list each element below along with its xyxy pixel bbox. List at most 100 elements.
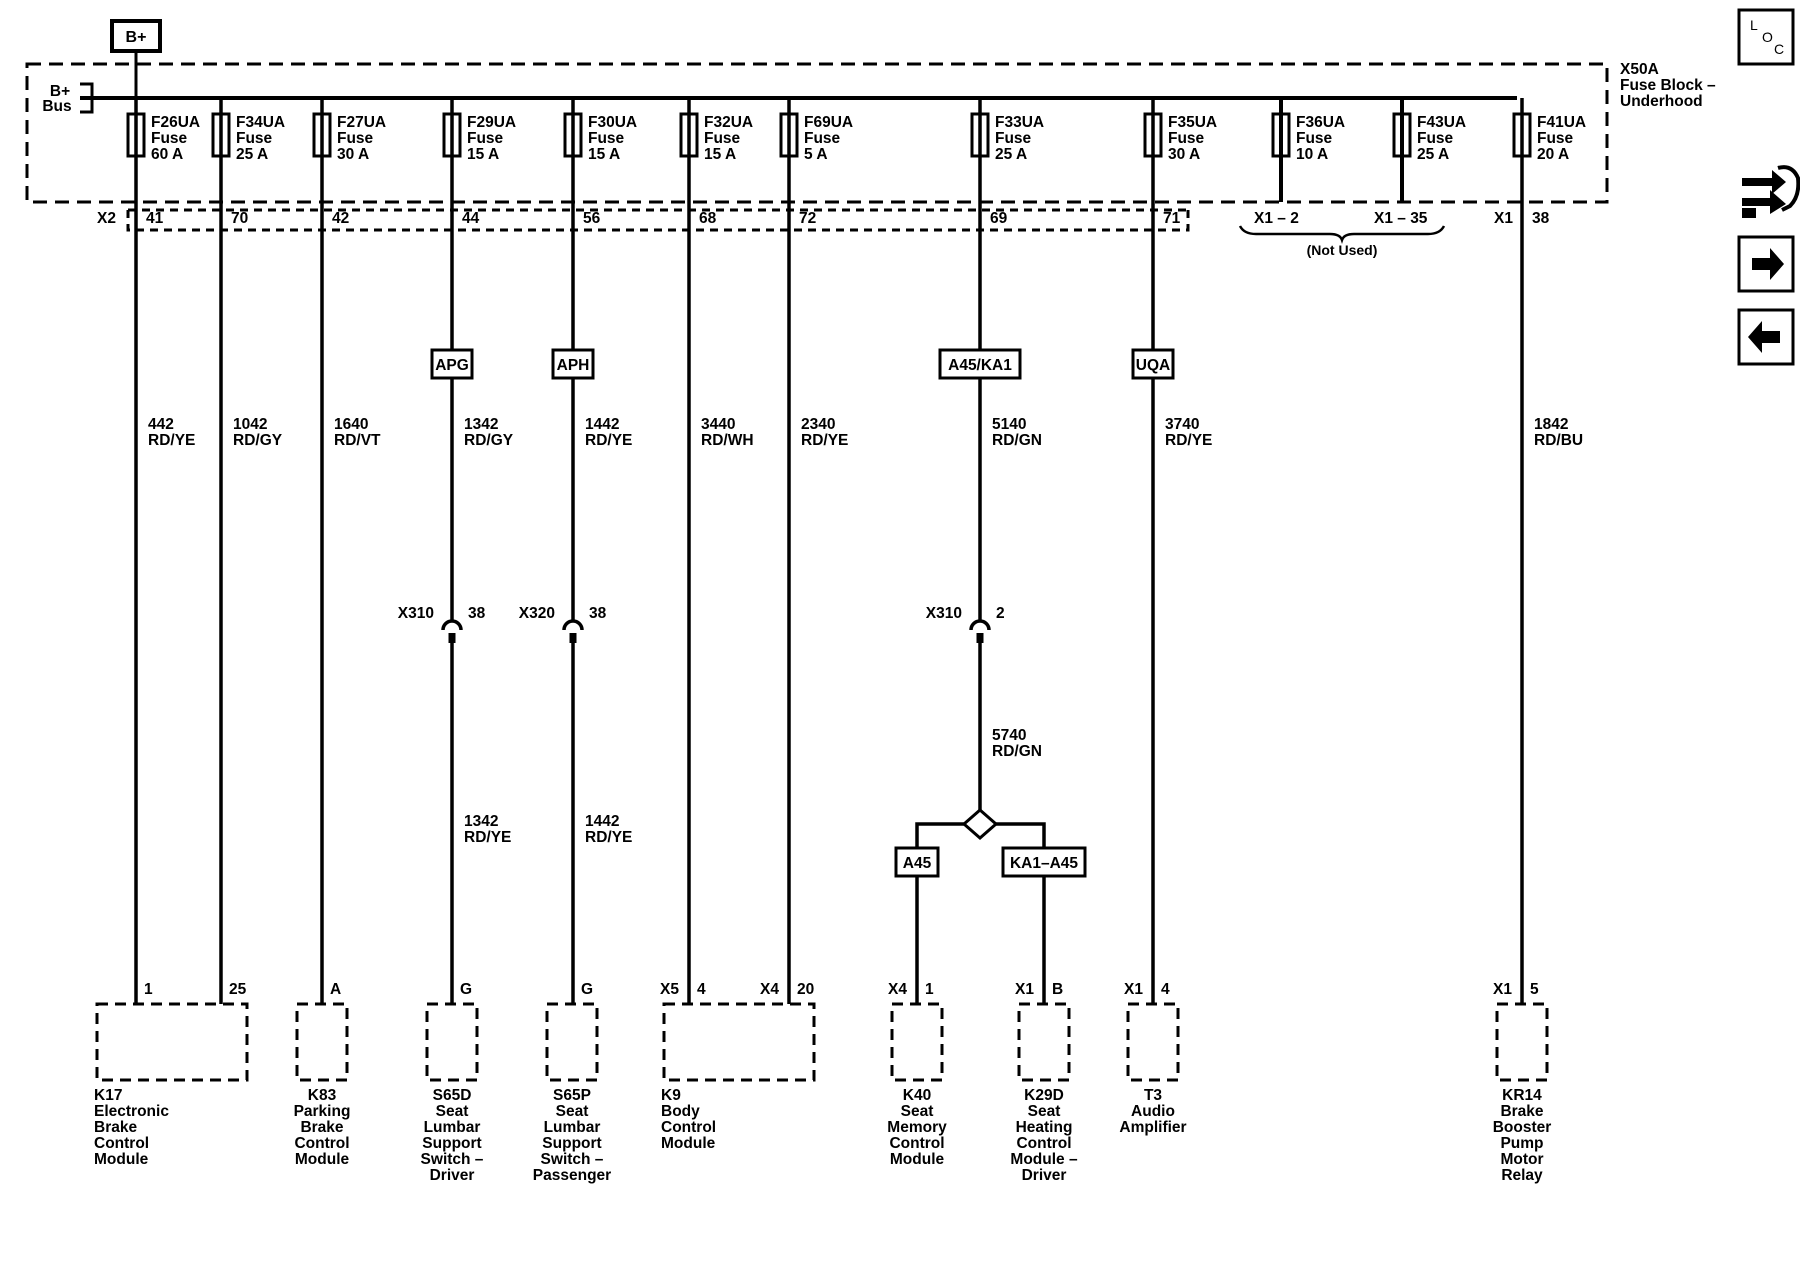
component-name-line: Body: [661, 1103, 700, 1120]
component-name-line: Lumbar: [544, 1119, 601, 1136]
bus-label-line1: B+: [50, 83, 70, 100]
component-name-line: Module: [94, 1151, 149, 1168]
fuse-rating: 15 A: [467, 146, 499, 163]
option-box: [1001, 846, 1087, 878]
fuse-rating: 5 A: [804, 146, 828, 163]
x2-connector-outline: [126, 208, 1190, 232]
fuse-name: F33UA: [995, 114, 1044, 131]
component-name-line: Control: [94, 1135, 149, 1152]
component-name-line: Module: [661, 1135, 716, 1152]
wire-color: RD/YE: [801, 432, 848, 449]
component-name-line: Support: [422, 1135, 481, 1152]
not-used-note: (Not Used): [1307, 242, 1378, 258]
component-name-line: K17: [94, 1087, 122, 1104]
fuse-block-pin: 56: [583, 210, 601, 227]
component-name-line: Relay: [1501, 1167, 1543, 1184]
wire-color: RD/GN: [992, 432, 1042, 449]
fuse-rating: 15 A: [704, 146, 736, 163]
fuse-name: F34UA: [236, 114, 285, 131]
component-name-line: KR14: [1502, 1087, 1542, 1104]
fuse-name: F69UA: [804, 114, 853, 131]
option-label: A45/KA1: [948, 357, 1012, 374]
component-name-line: Seat: [436, 1103, 469, 1120]
fuse-rating: 25 A: [995, 146, 1027, 163]
splice-diamond: [961, 808, 999, 840]
splice-branch-left: [915, 822, 964, 848]
dest-connector: X4: [760, 981, 779, 998]
fuse-name: F32UA: [704, 114, 753, 131]
wire-color: RD/YE: [148, 432, 195, 449]
fuse-rating: 25 A: [236, 146, 268, 163]
location-view-button[interactable]: L O C: [1737, 8, 1795, 66]
fuse-type: Fuse: [467, 130, 504, 147]
wire-color: RD/YE: [1165, 432, 1212, 449]
component-outline: [95, 1002, 249, 1082]
fuse-block-pin: 44: [462, 210, 480, 227]
fuse-name: F27UA: [337, 114, 386, 131]
fuse-rating: 15 A: [588, 146, 620, 163]
wire-circuit-number: 1640: [334, 416, 368, 433]
wire-circuit-number: 442: [148, 416, 174, 433]
wire-circuit-number: 5140: [992, 416, 1026, 433]
wire-color: RD/YE: [585, 432, 632, 449]
component-outline: [425, 1002, 479, 1082]
fuse-rating: 60 A: [151, 146, 183, 163]
fuse-type: Fuse: [1296, 130, 1333, 147]
component-name-line: Driver: [1022, 1167, 1067, 1184]
fuse-name: F26UA: [151, 114, 200, 131]
component-outline: [1126, 1002, 1180, 1082]
fuse-block-pin: 69: [990, 210, 1008, 227]
wire-circuit-number: 1842: [1534, 416, 1568, 433]
fuse-type: Fuse: [1417, 130, 1454, 147]
fuse-type: Fuse: [704, 130, 741, 147]
next-page-button[interactable]: [1737, 235, 1795, 293]
component-outline: [1017, 1002, 1071, 1082]
component-name-line: Control: [294, 1135, 349, 1152]
component-name-line: Driver: [430, 1167, 475, 1184]
fuse-type: Fuse: [337, 130, 374, 147]
option-box: [1131, 348, 1175, 380]
option-label: A45: [903, 855, 932, 872]
component-name-line: Audio: [1131, 1103, 1175, 1120]
inline-connector-name: X320: [519, 605, 555, 622]
fuse-block-pin: 70: [231, 210, 248, 227]
component-name-line: S65D: [433, 1087, 472, 1104]
wire-circuit-number: 1342: [464, 416, 498, 433]
not-used-brace: [1238, 225, 1446, 244]
component-name-line: Booster: [1493, 1119, 1552, 1136]
fuse-name: F30UA: [588, 114, 637, 131]
fuse-block-label-line2: Fuse Block –: [1620, 77, 1716, 94]
fuse-rating: 30 A: [337, 146, 369, 163]
wire-color: RD/VT: [334, 432, 381, 449]
wire-circuit-number: 1442: [585, 813, 619, 830]
fuse-type: Fuse: [236, 130, 273, 147]
not-used-right-label: X1 – 35: [1374, 210, 1428, 227]
inline-connector-name: X310: [398, 605, 434, 622]
loc-letter-c: C: [1774, 41, 1784, 57]
wire-color: RD/YE: [585, 829, 632, 846]
dest-pin: 20: [797, 981, 814, 998]
component-name-line: Support: [542, 1135, 601, 1152]
wire-color: RD/GY: [464, 432, 514, 449]
connector-view-icon[interactable]: [1742, 165, 1800, 218]
dest-pin: G: [581, 981, 593, 998]
dest-pin: 4: [1161, 981, 1170, 998]
option-box: [938, 348, 1022, 380]
wire-circuit-number: 5740: [992, 727, 1026, 744]
option-label: UQA: [1136, 357, 1170, 374]
component-name-line: Control: [1016, 1135, 1071, 1152]
inline-connector: [969, 619, 991, 631]
bplus-label: B+: [126, 29, 147, 46]
fuse-block-label-line3: Underhood: [1620, 93, 1703, 110]
component-name-line: Module: [295, 1151, 350, 1168]
component-name-line: Heating: [1016, 1119, 1073, 1136]
dest-pin: 1: [925, 981, 934, 998]
connector-pin-mark: [569, 633, 577, 643]
component-outline: [890, 1002, 944, 1082]
fuse-block-pin: 71: [1163, 210, 1181, 227]
option-label: APH: [557, 357, 590, 374]
wire-color: RD/GY: [233, 432, 283, 449]
fuse-name: F35UA: [1168, 114, 1217, 131]
previous-page-button[interactable]: [1737, 308, 1795, 366]
